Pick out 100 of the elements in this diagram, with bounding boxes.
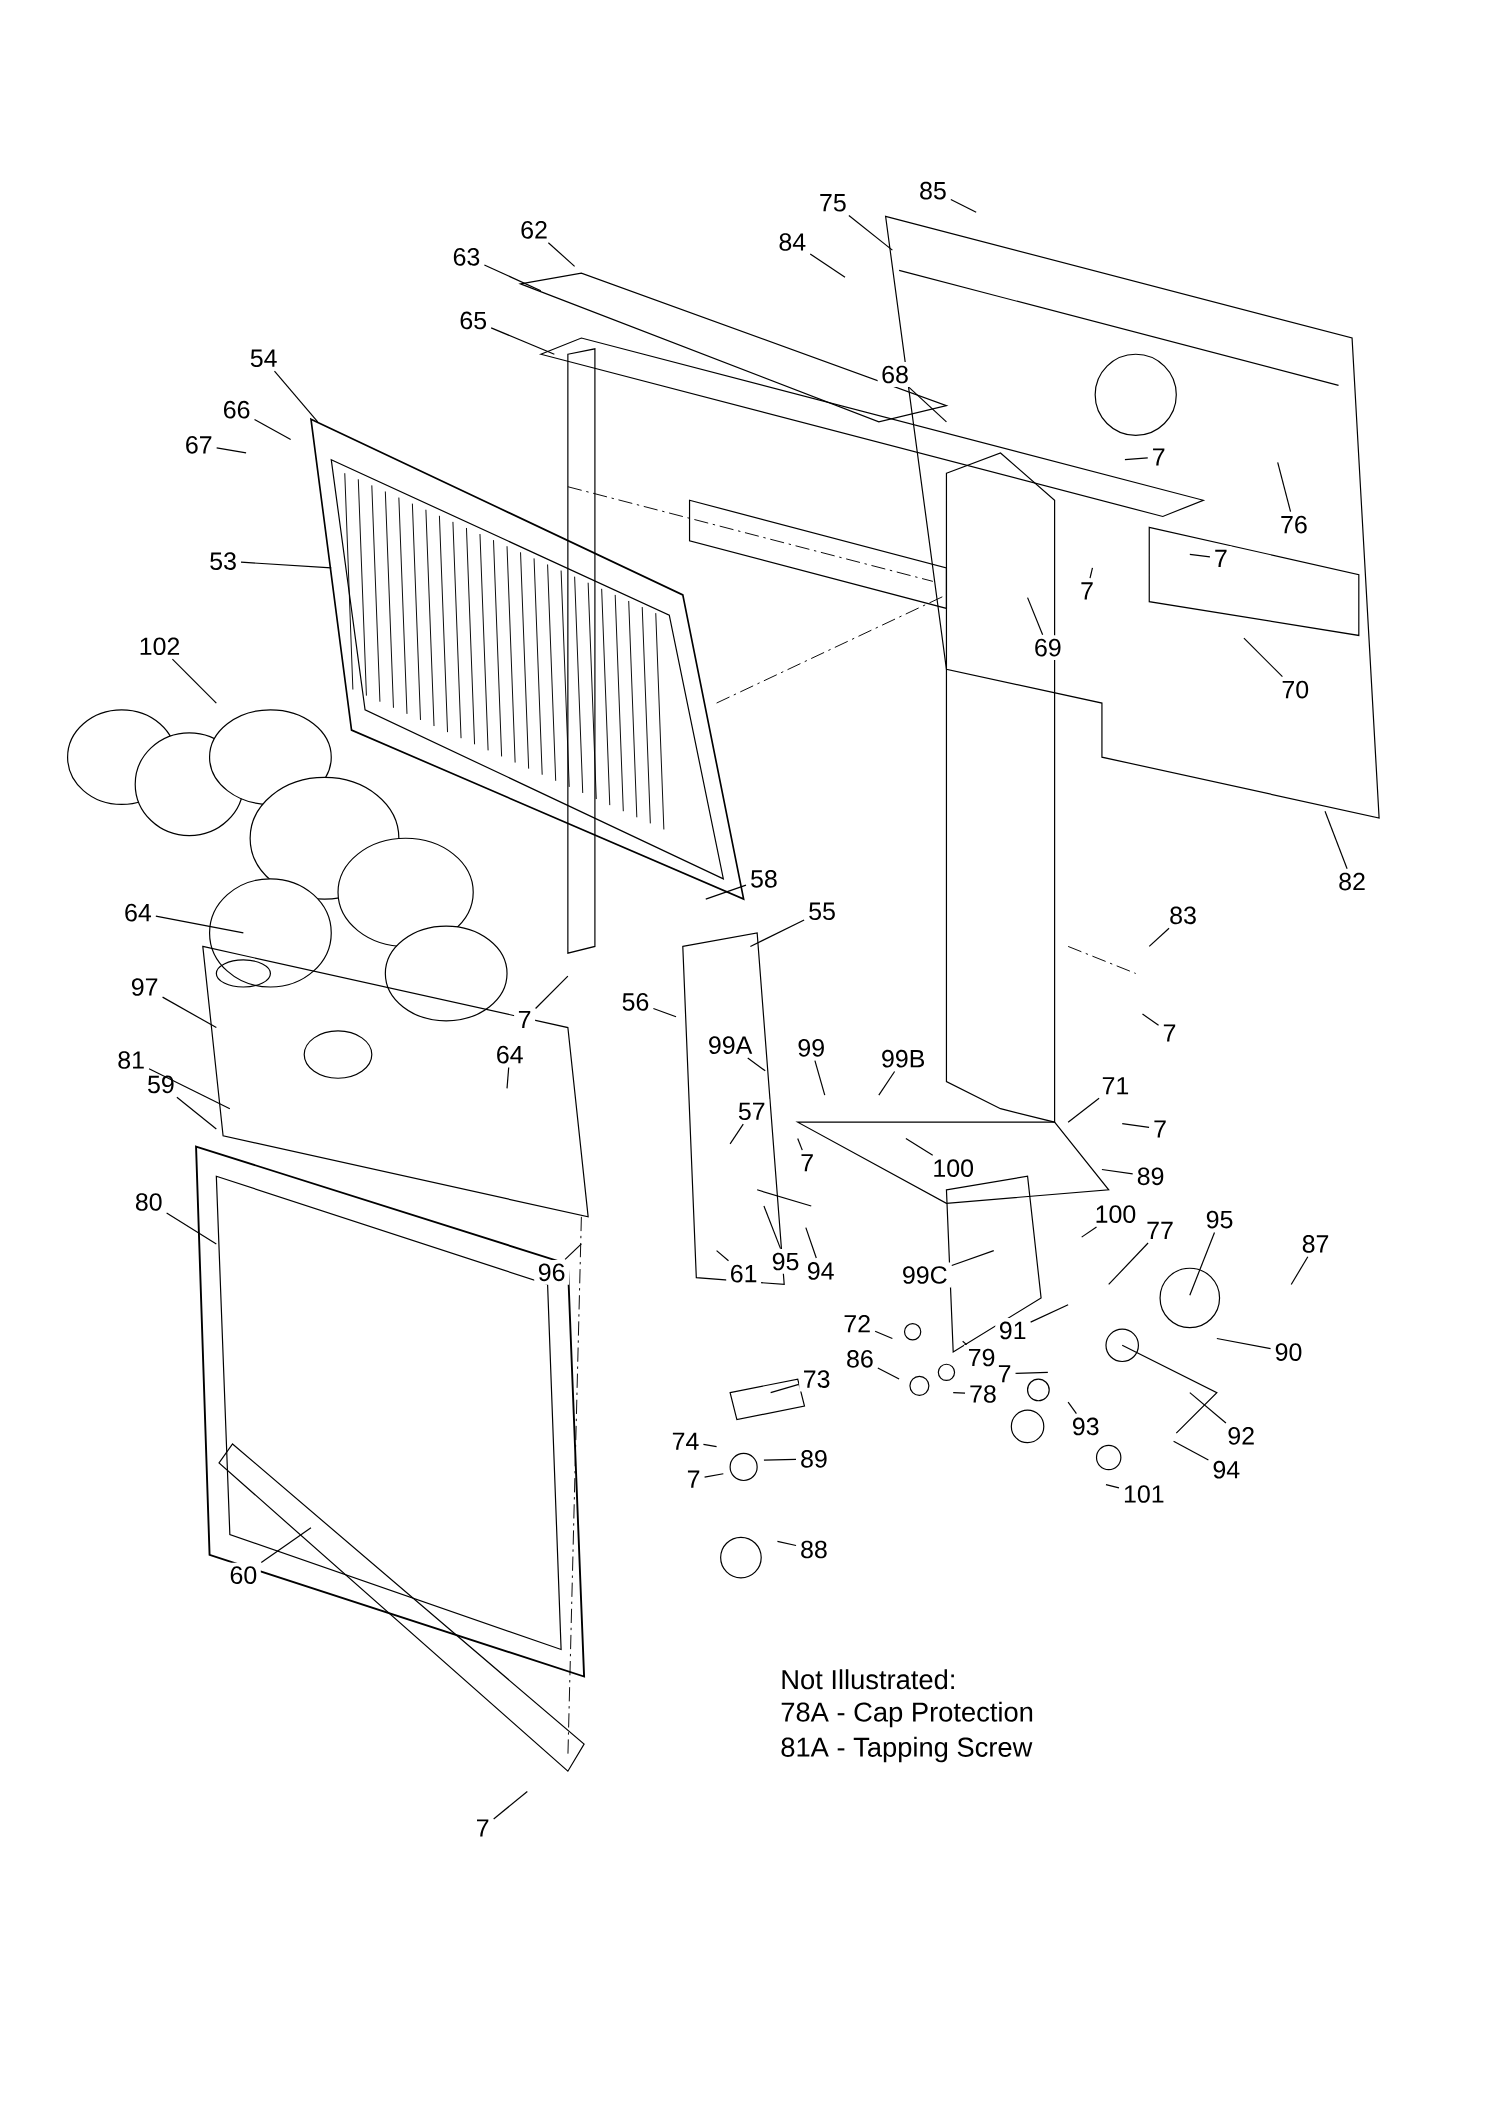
callout-number: 75 [815,190,851,216]
callout-number: 81 [113,1047,149,1073]
leader-line [1189,1392,1227,1424]
leader-line [240,561,332,569]
leader-line [1141,1013,1159,1026]
callout-number: 7 [1210,546,1232,571]
callout-number: 63 [448,244,484,270]
callout-number: 77 [1142,1218,1178,1243]
leader-line [1148,927,1170,948]
leader-line [874,1330,893,1340]
leader-line [1089,567,1093,579]
callout-number: 74 [667,1429,703,1454]
leader-line [908,386,947,423]
leader-line [763,1458,797,1461]
leader-line [1105,1483,1120,1489]
callout-number: 97 [127,974,162,1000]
leader-line [506,1066,510,1089]
leader-line [260,1527,312,1564]
leader-line [176,1096,217,1130]
leader-line [878,1070,895,1096]
callout-number: 64 [492,1042,527,1067]
callout-number: 7 [682,1467,704,1492]
leader-line [905,1137,934,1156]
callout-number: 56 [617,989,653,1015]
callout-number: 76 [1276,512,1312,537]
callout-number: 95 [1201,1207,1237,1232]
note-text: 78A - Cap Protection [781,1701,1032,1728]
callout-number: 60 [225,1562,261,1588]
leader-line [534,975,569,1010]
leader-line [273,370,319,423]
callout-number: 55 [804,899,840,924]
leader-line [1029,1304,1069,1323]
leader-line [171,658,217,704]
callout-number: 58 [746,866,782,892]
leader-line [776,1540,797,1547]
leader-line [952,1392,966,1394]
callout-number: 72 [839,1311,875,1336]
leader-line [1290,1256,1309,1286]
leader-line [165,1212,217,1245]
callout-number: 87 [1297,1231,1333,1257]
leader-line [805,1227,817,1259]
leader-line [769,1383,800,1394]
leader-line [749,919,805,948]
callout-number: 7 [1158,1020,1180,1046]
leader-line [729,1123,744,1145]
leader-line [1243,637,1283,678]
callout-number: 69 [1030,635,1066,660]
leader-line [215,447,247,454]
leader-line [1067,1401,1077,1415]
callout-number: 102 [134,633,184,659]
leader-line [490,327,555,355]
leader-line [1101,1168,1134,1175]
leader-line [814,1060,826,1096]
leader-line [1276,461,1291,513]
callout-number: 101 [1119,1481,1168,1507]
leader-line [763,1205,781,1250]
leader-line [1189,553,1211,558]
callout-number: 68 [877,362,913,387]
callout-number: 84 [774,229,810,255]
leader-line [809,253,846,278]
leader-line [950,199,977,213]
callout-number: 67 [181,432,216,458]
callout-number: 93 [1068,1414,1103,1439]
callout-number: 66 [218,397,254,423]
callout-number: 65 [455,308,491,333]
leader-line [1026,597,1044,636]
leader-line [492,1790,528,1820]
callout-number: 57 [734,1099,769,1124]
leader-line [155,915,244,934]
callout-number: 54 [246,346,281,371]
leader-line [253,418,292,440]
callout-number: 91 [995,1318,1030,1343]
callout-number: 71 [1097,1073,1133,1098]
callout-number: 7 [1149,1116,1171,1142]
callout-number: 7 [472,1815,493,1841]
leader-line [483,264,542,292]
leader-line [715,1250,729,1262]
leader-line [848,214,893,251]
leader-line [1172,1440,1209,1461]
callout-number: 7 [1076,578,1098,603]
callout-number: 86 [842,1346,878,1372]
callout-number: 99B [877,1046,929,1072]
callout-number: 95 [767,1249,803,1274]
leader-line [796,1137,803,1151]
leader-line [1014,1371,1049,1374]
leader-line [1067,1097,1100,1123]
leader-line [1324,810,1348,870]
callout-number: 85 [915,178,951,203]
leader-line [547,242,576,267]
leader-line [1189,1231,1215,1296]
callout-number: 7 [1148,444,1169,470]
callout-number: 94 [803,1258,838,1284]
callout-number: 89 [1132,1163,1168,1189]
callout-number: 59 [143,1071,179,1097]
leader-line [1107,1242,1149,1286]
callout-number: 94 [1208,1457,1244,1483]
leader-line [652,1007,677,1018]
callout-number: 70 [1277,677,1313,702]
callout-number: 83 [1165,902,1201,928]
callout-number: 92 [1223,1423,1259,1449]
